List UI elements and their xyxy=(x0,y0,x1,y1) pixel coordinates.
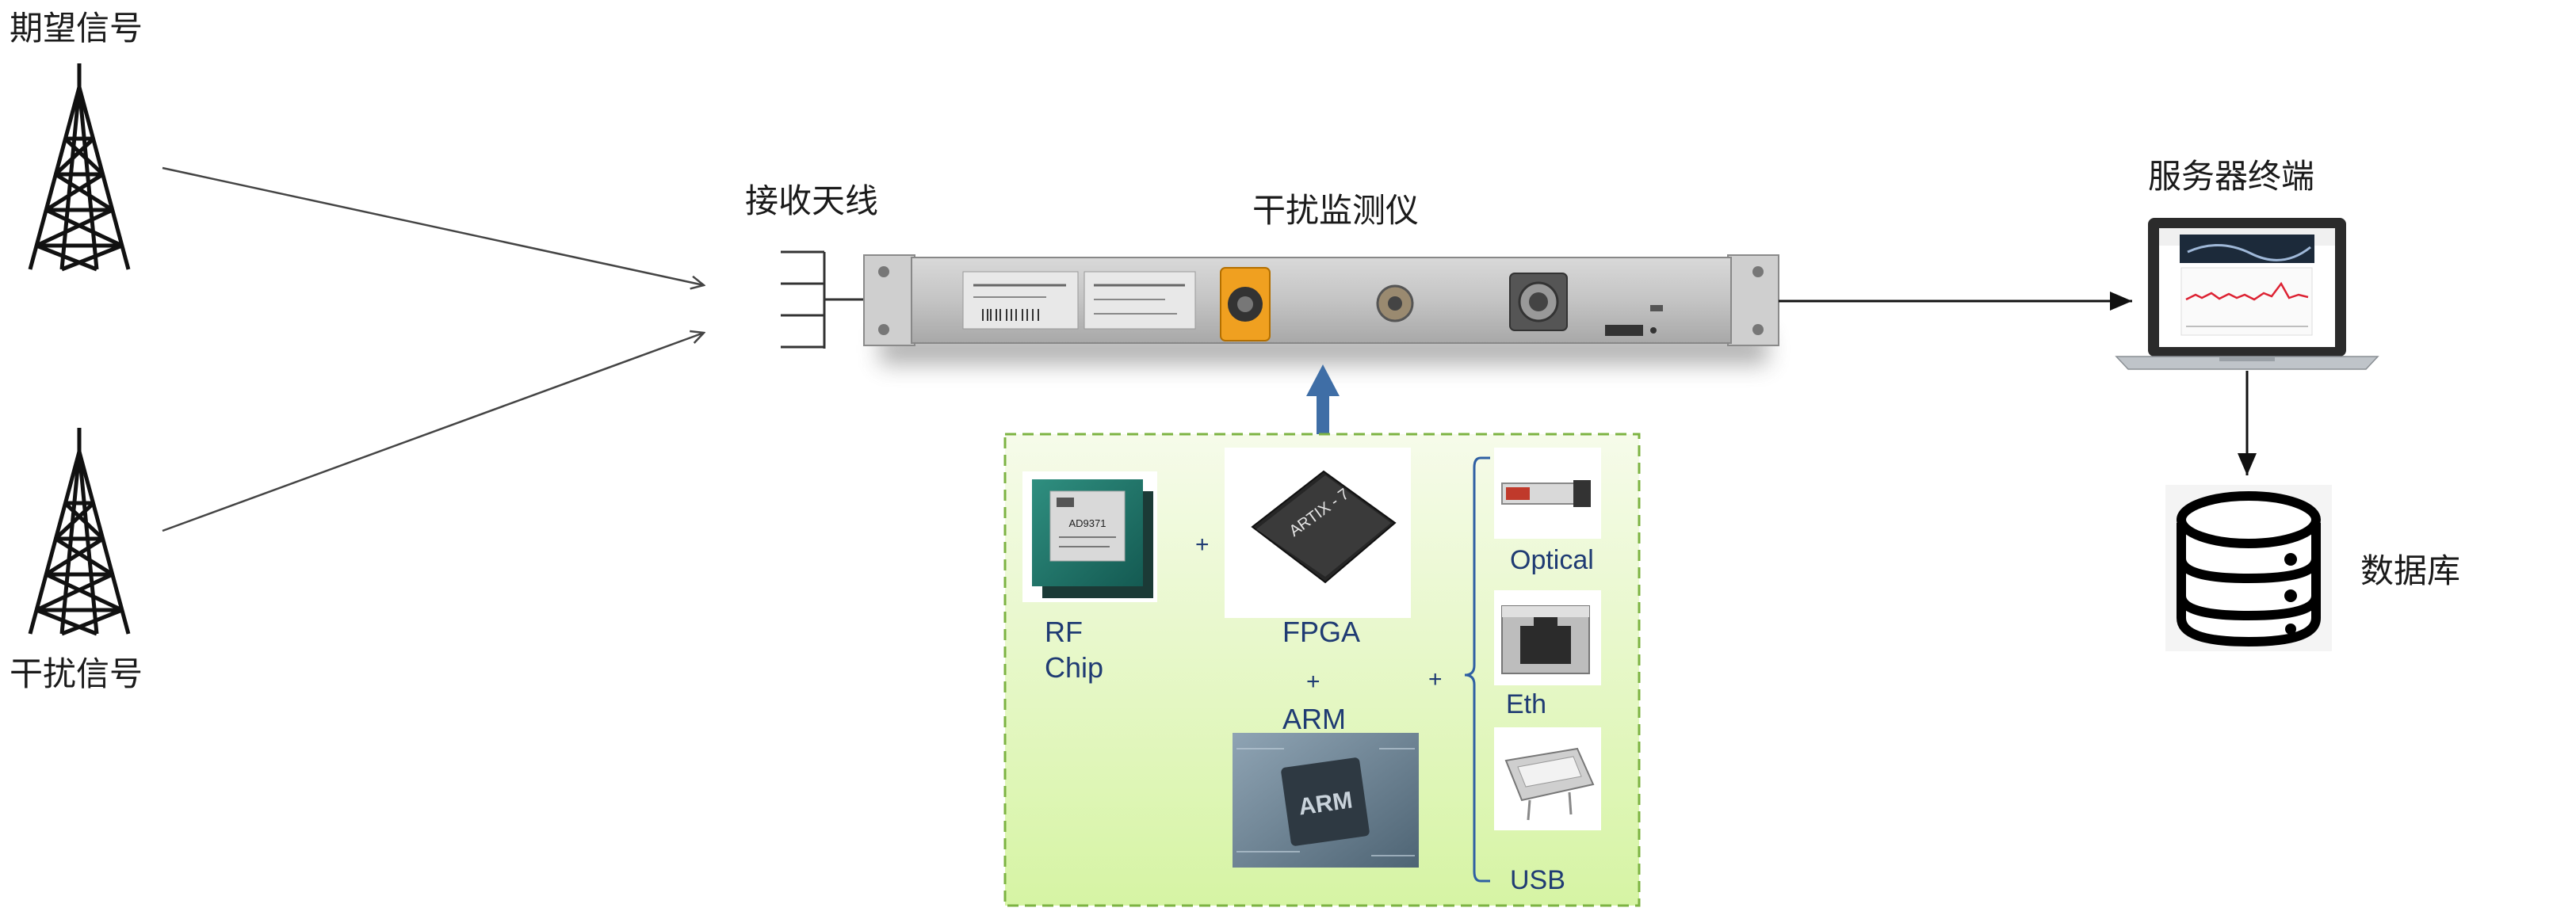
rf-chip-label-line2: Chip xyxy=(1045,651,1103,684)
sfp-module-icon xyxy=(1494,448,1601,539)
database-icon xyxy=(2165,485,2332,651)
plus-rf-fpga: + xyxy=(1195,532,1210,558)
ethernet-port-icon xyxy=(1494,590,1601,685)
interface-label-optical: Optical xyxy=(1510,545,1594,575)
tower-icon xyxy=(28,428,131,636)
desired-signal-label: 期望信号 xyxy=(10,9,143,48)
monitor-device-label: 干扰监测仪 xyxy=(1252,191,1419,230)
chip-icon: ARTIX - 7 xyxy=(1225,448,1411,618)
antenna-icon xyxy=(781,250,866,349)
laptop-icon xyxy=(2115,218,2379,370)
hardware-box: AD9371 RF Chip + ARTIX - 7 FPGA + ARM AR… xyxy=(1003,433,1641,907)
usb-port-icon xyxy=(1494,727,1601,830)
chip-icon: AD9371 xyxy=(1022,471,1157,602)
desired-signal-line xyxy=(162,166,704,285)
server-terminal-label: 服务器终端 xyxy=(2148,157,2314,196)
rf-chip-marking: AD9371 xyxy=(1069,517,1106,529)
tower-icon xyxy=(28,63,131,272)
rf-chip-label-line1: RF xyxy=(1045,616,1083,648)
interface-label-eth: Eth xyxy=(1506,689,1546,719)
chip-icon: ARM xyxy=(1233,733,1419,868)
interference-signal-line xyxy=(162,333,704,532)
monitor-device xyxy=(863,254,1779,364)
plus-interfaces: + xyxy=(1428,666,1443,692)
plus-fpga-arm: + xyxy=(1306,669,1320,695)
hardware-up-arrow xyxy=(1306,364,1340,440)
interface-brace xyxy=(1464,456,1490,883)
receive-antenna-label: 接收天线 xyxy=(745,181,878,220)
arm-label: ARM xyxy=(1282,703,1346,735)
fpga-label: FPGA xyxy=(1282,616,1360,648)
interface-label-usb: USB xyxy=(1510,865,1565,895)
interference-signal-label: 干扰信号 xyxy=(10,654,143,693)
database-label: 数据库 xyxy=(2360,551,2460,590)
